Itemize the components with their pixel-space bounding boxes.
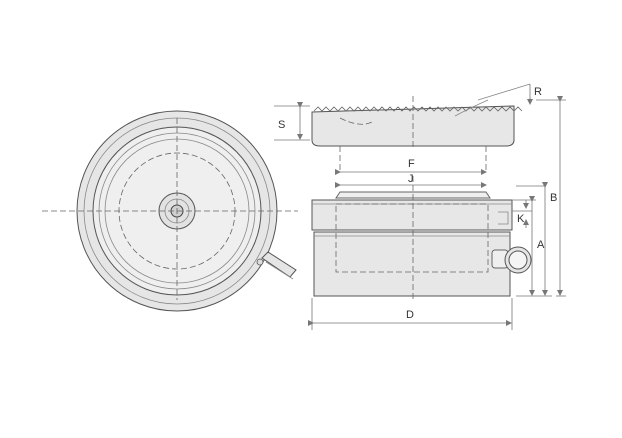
port-fitting [491, 246, 532, 274]
top-view [42, 110, 298, 312]
dimension-k: K [512, 200, 532, 228]
dimension-overall-height [536, 96, 566, 297]
label-d: D [406, 309, 414, 321]
dimension-a: A [512, 196, 545, 296]
dimension-s: S [274, 102, 310, 141]
dimension-b: B [516, 182, 557, 297]
label-k: K [517, 213, 525, 225]
saddle [311, 83, 531, 170]
label-f: F [408, 158, 415, 170]
dimension-j: J [335, 173, 487, 188]
label-j: J [408, 173, 414, 185]
coupler-fitting [256, 251, 297, 280]
label-b: B [550, 192, 557, 204]
label-s: S [278, 119, 285, 131]
label-a: A [537, 239, 545, 251]
jack-body [311, 176, 532, 300]
label-r: R [534, 86, 542, 98]
dimension-f: F [335, 158, 487, 175]
dimension-d: D [308, 298, 513, 330]
dimension-r: R [527, 84, 542, 105]
saddle-serration [313, 106, 523, 112]
